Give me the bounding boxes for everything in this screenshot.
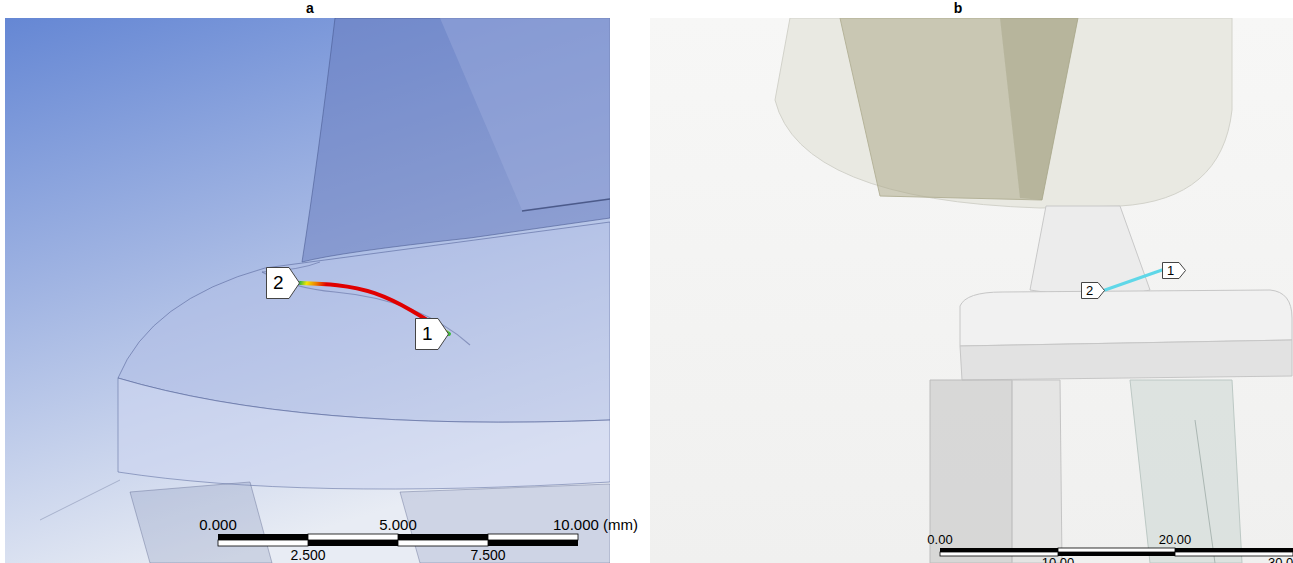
scale-segment	[218, 534, 308, 540]
scale-bar-a	[218, 534, 578, 546]
scale-value: 2.500	[290, 547, 325, 563]
scale-segment	[940, 552, 1058, 556]
panel-label: a	[306, 0, 314, 16]
scale-segment	[1058, 548, 1175, 552]
implant-shaft	[302, 18, 610, 262]
support-leg	[1130, 380, 1242, 563]
scale-segment	[398, 540, 488, 546]
model-edge	[1195, 420, 1215, 563]
panel-b-render	[650, 18, 1293, 563]
scale-segment	[398, 534, 488, 540]
scale-bar-b	[940, 548, 1293, 556]
callout-number: 2	[273, 273, 284, 293]
scale-value: 0.000	[199, 516, 237, 533]
scale-value: 10.00	[1042, 555, 1075, 563]
scale-segment	[1058, 552, 1175, 556]
scale-segment	[1175, 548, 1293, 552]
scale-segment	[488, 540, 578, 546]
shaft-face	[440, 18, 610, 210]
platform-side	[960, 340, 1292, 380]
channel-shade	[1000, 18, 1078, 200]
scale-segment	[940, 548, 1058, 552]
tag-border	[1163, 262, 1186, 278]
flange-top	[118, 222, 610, 422]
probe-tag: 1	[415, 318, 449, 350]
callout-number: 2	[1086, 283, 1093, 298]
scale-segment	[218, 540, 308, 546]
scale-value: 7.500	[470, 547, 505, 563]
lower-part	[130, 482, 272, 563]
scale-value: 10.000 (mm)	[553, 516, 638, 533]
tag-border	[1082, 282, 1105, 298]
probe-tag: 1	[1162, 262, 1186, 279]
panel-label: b	[954, 0, 963, 16]
viewport-ground	[5, 18, 610, 563]
callout-number: 1	[422, 324, 433, 344]
probe-tag: 2	[266, 267, 300, 299]
scale-segment	[488, 534, 578, 540]
model-edge	[522, 199, 610, 211]
platform-top	[960, 290, 1292, 346]
scale-segment	[308, 540, 398, 546]
crown	[775, 18, 1232, 208]
flange-side	[118, 378, 610, 489]
callout-number: 1	[1167, 263, 1174, 278]
probe-path	[1105, 270, 1162, 290]
support-leg	[1012, 380, 1062, 563]
scale-value: 0.00	[927, 532, 952, 547]
tag-border	[267, 268, 300, 299]
panel-a-render	[5, 18, 610, 563]
tag-border	[416, 319, 449, 350]
model-edge	[40, 480, 120, 520]
probe-tag: 2	[1081, 282, 1105, 299]
scale-value: 5.000	[379, 516, 417, 533]
abutment-neck	[1030, 206, 1150, 298]
scale-value: 30.00	[1268, 555, 1293, 563]
viewport-ground	[650, 18, 1293, 563]
scale-value: 20.00	[1159, 532, 1192, 547]
scale-segment	[308, 534, 398, 540]
screw-channel	[840, 18, 1078, 200]
